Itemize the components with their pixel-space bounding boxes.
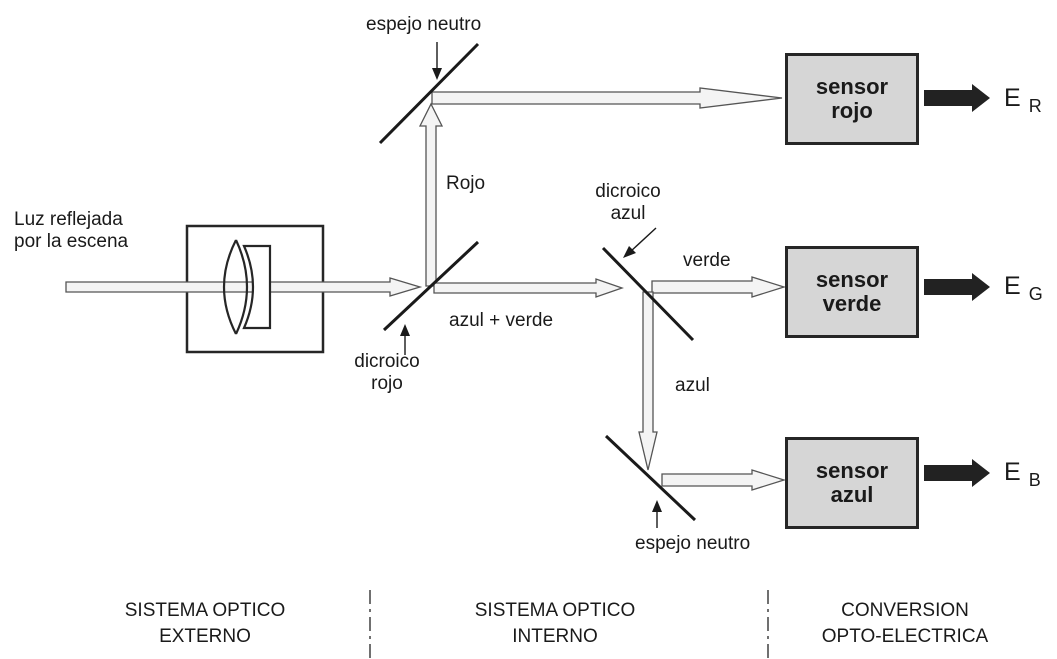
dichroic-blue-line2: azul — [610, 203, 646, 224]
dichroic-blue-line1: dicroico — [595, 181, 661, 202]
neutral-mirror-bottom-line — [604, 434, 697, 522]
sensor-azul-box: sensor azul — [785, 437, 919, 529]
sensor-azul-line1: sensor — [815, 458, 889, 483]
sensor-verde-line1: sensor — [815, 267, 889, 292]
blue-green-beam-arrow — [433, 278, 624, 298]
sensor-verde-line2: verde — [822, 291, 882, 316]
dichroic-blue-line — [601, 246, 695, 342]
output-arrow-r — [924, 84, 990, 112]
blue-beam-label: azul — [675, 375, 710, 396]
neutral-mirror-top-line — [378, 42, 480, 145]
green-beam-label: verde — [683, 250, 731, 271]
blue-green-beam-label: azul + verde — [449, 310, 554, 331]
dichroic-red-line2: rojo — [371, 373, 403, 394]
output-g-letter: E — [1004, 272, 1021, 300]
sensor-rojo-line2: rojo — [831, 98, 873, 123]
blue-to-sensor-arrow — [661, 469, 787, 491]
output-r-letter: E — [1004, 84, 1021, 112]
section-internal: SISTEMA OPTICO INTERNO — [450, 598, 660, 650]
input-light-line1: Luz reflejada — [14, 209, 123, 230]
output-g-subscript: G — [1028, 284, 1043, 304]
red-beam-arrow — [418, 102, 444, 287]
section-external: SISTEMA OPTICO EXTERNO — [100, 598, 310, 650]
input-beam-arrow — [65, 277, 423, 297]
sensor-azul-line2: azul — [830, 482, 874, 507]
blue-beam-arrow — [638, 291, 658, 471]
lens-icon — [222, 239, 272, 335]
dichroic-red-line1: dicroico — [354, 351, 420, 372]
section-external-line1: SISTEMA OPTICO — [124, 600, 286, 621]
output-arrow-g — [924, 273, 990, 301]
output-r-subscript: R — [1028, 96, 1042, 116]
dichroic-red-label: dicroico rojo — [349, 351, 425, 395]
section-conversion-line1: CONVERSION — [841, 600, 969, 621]
section-conversion: CONVERSION OPTO-ELECTRICA — [795, 598, 1015, 650]
neutral-mirror-top-label: espejo neutro — [366, 14, 482, 35]
dichroic-blue-label: dicroico azul — [590, 181, 666, 225]
section-internal-line2: INTERNO — [512, 626, 598, 647]
input-light-line2: por la escena — [14, 231, 129, 252]
red-beam-label: Rojo — [446, 173, 486, 194]
section-external-line2: EXTERNO — [159, 626, 251, 647]
section-conversion-line2: OPTO-ELECTRICA — [821, 626, 989, 647]
output-b-letter: E — [1004, 458, 1021, 486]
pointer-arrows — [400, 42, 662, 528]
sensor-rojo-line1: sensor — [815, 74, 889, 99]
green-to-sensor-arrow — [651, 276, 787, 298]
dichroic-red-line — [382, 240, 480, 332]
neutral-mirror-bottom-label: espejo neutro — [635, 533, 751, 554]
sensor-rojo-box: sensor rojo — [785, 53, 919, 145]
section-internal-line1: SISTEMA OPTICO — [474, 600, 636, 621]
output-arrow-b — [924, 459, 990, 487]
sensor-verde-box: sensor verde — [785, 246, 919, 338]
input-light-label: Luz reflejada por la escena — [14, 209, 128, 253]
red-to-sensor-arrow — [431, 87, 783, 109]
output-b-subscript: B — [1028, 470, 1041, 490]
